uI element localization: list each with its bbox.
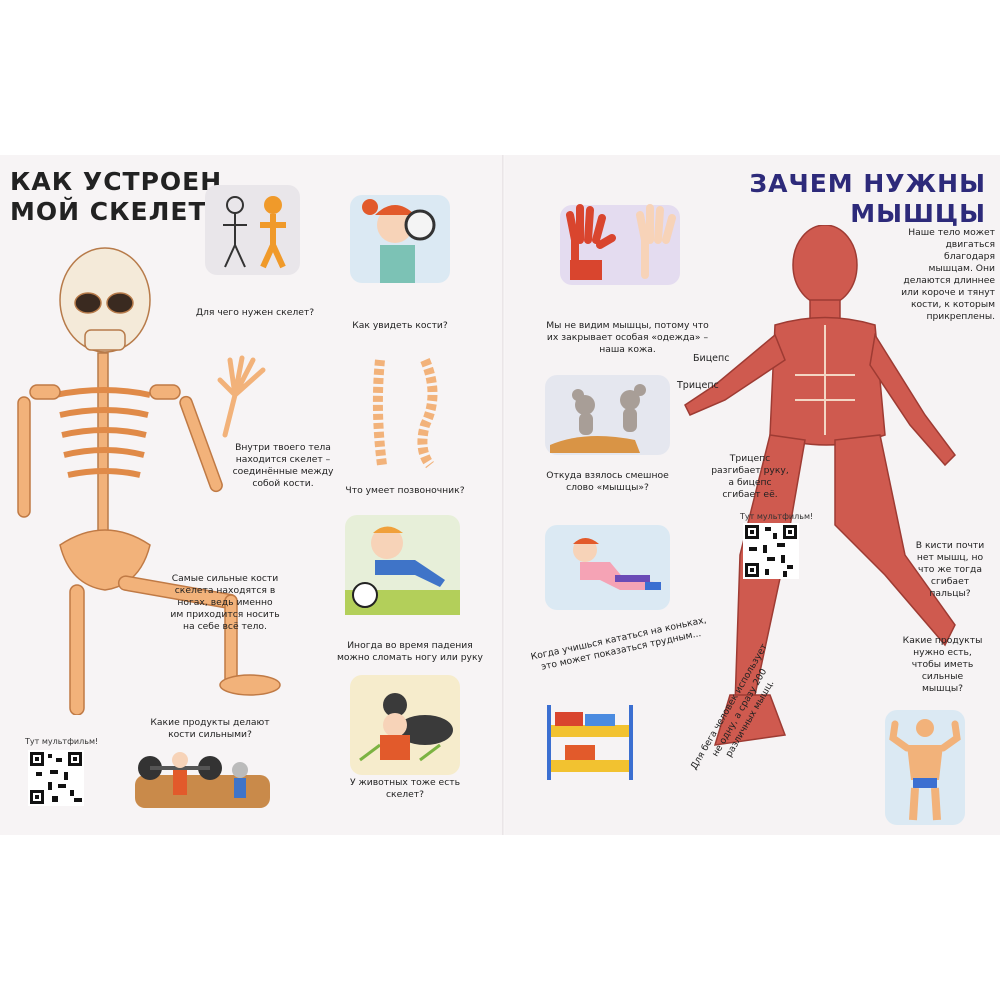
caption-body-moves: Наше тело может двигаться благодаря мышц…	[901, 227, 995, 322]
caption-right-foods: Какие продукты нужно есть, чтобы иметь с…	[902, 635, 983, 694]
left-page-title: Как устроен мой скелет	[10, 167, 222, 227]
left-qr-caption: Тут мультфильм!	[25, 737, 99, 746]
caption-see-bones: Как увидеть кости?	[352, 320, 448, 331]
caption-falling: Иногда во время падения можно сломать но…	[337, 640, 483, 663]
stick-figures-picture	[205, 185, 300, 275]
biceps-label: Бицепс	[693, 353, 730, 364]
caption-hand: В кисти почти нет мышц, но что же тогда …	[915, 540, 985, 599]
left-title-line1: Как устроен	[10, 167, 223, 196]
weightlifter-picture	[135, 752, 270, 808]
triceps-label: Трицепс	[677, 380, 719, 391]
caption-foods: Какие продукты делают кости сильными?	[150, 717, 270, 740]
caption-spine: Что умеет позвоночник?	[345, 485, 465, 496]
girl-magnifier-picture	[350, 195, 450, 283]
caption-why-skeleton: Для чего нужен скелет?	[195, 307, 315, 318]
caption-triceps-info: Трицепс разгибает руку, а бицепс сгибает…	[711, 453, 789, 500]
hand-bones-picture	[217, 355, 266, 438]
caption-animals: У животных тоже есть скелет?	[349, 777, 461, 800]
spine-picture	[372, 358, 438, 469]
bodybuilder-picture	[885, 710, 965, 825]
caption-inside-body: Внутри твоего тела находится скелет – со…	[232, 442, 334, 489]
caption-skin: Мы не видим мышцы, потому что их закрыва…	[546, 320, 709, 355]
left-title-line2: мой скелет	[10, 197, 207, 226]
glove-hand-picture	[560, 204, 680, 285]
skeleton-illustration	[17, 247, 281, 715]
left-qr-code[interactable]	[28, 750, 84, 806]
right-page: Зачем нужны мышцы Мы не видим мышцы, пот…	[505, 155, 1000, 835]
book-spread: Как устроен мой скелет	[0, 155, 1000, 835]
right-page-title: Зачем нужны мышцы	[749, 169, 986, 229]
right-qr-code[interactable]	[743, 523, 799, 579]
right-title-line1: Зачем нужны	[749, 169, 986, 198]
caption-word-origin: Откуда взялось смешное слово «мышцы»?	[546, 470, 669, 493]
boy-fall-picture	[345, 515, 460, 615]
bunk-beds-picture	[547, 705, 633, 780]
mice-picture	[545, 375, 670, 455]
girl-skating-picture	[545, 525, 670, 610]
dog-boy-picture	[350, 675, 460, 775]
right-title-line2: мышцы	[850, 199, 986, 228]
caption-strongest: Самые сильные кости скелета находятся в …	[170, 573, 280, 632]
left-page: Как устроен мой скелет	[0, 155, 505, 835]
hand-bones-tile	[215, 350, 270, 440]
right-qr-caption: Тут мультфильм!	[740, 512, 814, 521]
